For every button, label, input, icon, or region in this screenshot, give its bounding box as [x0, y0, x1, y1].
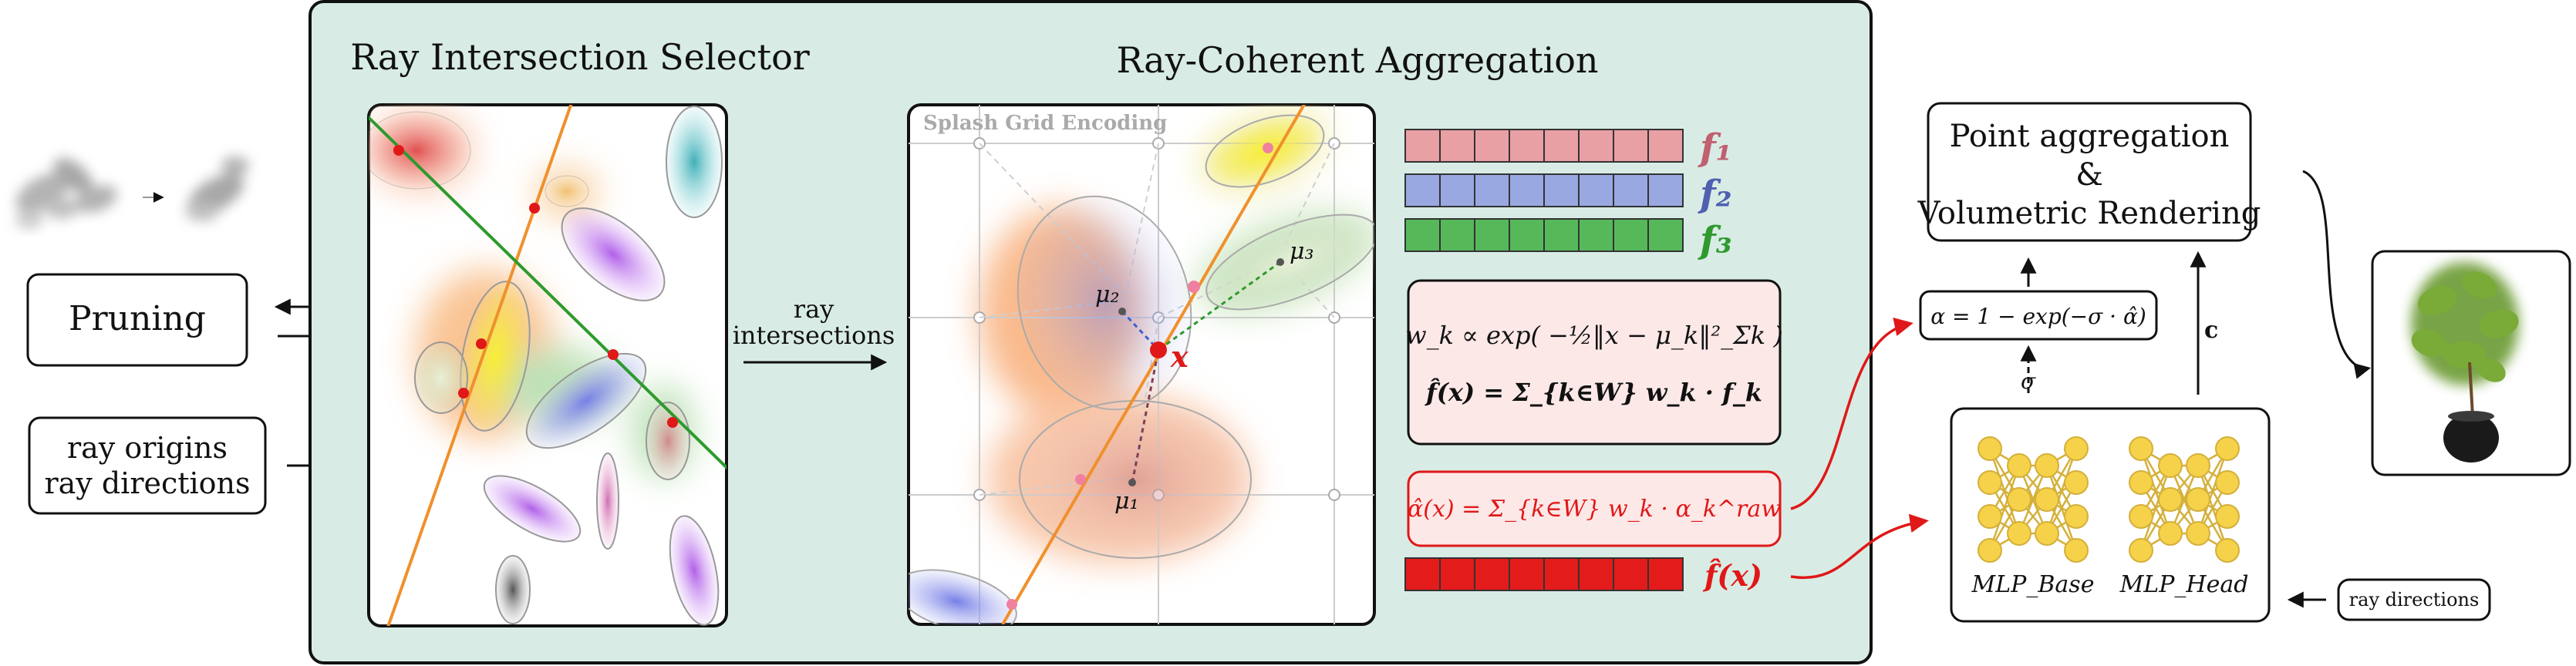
weight-formula-box: w_k ∝ exp( −½‖x − μ_k‖²_Σk ) f̂(x) = Σ_{… — [1405, 279, 1783, 446]
render-box: Point aggregation & Volumetric Rendering — [1917, 102, 2261, 242]
alpha-formula: α̂(x) = Σ_{k∈W} w_k · α_k^raw — [1408, 496, 1781, 523]
feature-bar-f3 — [1404, 218, 1684, 252]
fhat-label: f̂(x) — [1702, 558, 1762, 593]
feature-bar-f1 — [1404, 129, 1684, 163]
mlp-base-network — [1978, 436, 2089, 563]
fhat-to-mlp-arrow — [1790, 513, 1929, 580]
weight-formula: w_k ∝ exp( −½‖x − μ_k‖²_Σk ) — [1405, 321, 1783, 350]
mlp-head-network — [2129, 436, 2240, 563]
splash-grid-canvas: Splash Grid Encoding μ₁ μ₂ μ₃ x — [907, 103, 1376, 626]
splash-grid-title: Splash Grid Encoding — [923, 112, 1167, 135]
output-plant-image — [2411, 262, 2519, 462]
f3-label: f₃ — [1698, 219, 1732, 262]
ray-directions-label: ray directions — [44, 466, 250, 500]
alpha-to-opacity-arrow — [1790, 318, 1913, 510]
pruning-label: Pruning — [69, 299, 206, 338]
render-line-3: Volumetric Rendering — [1917, 196, 2261, 231]
ray-inputs-box: ray origins ray directions — [28, 416, 267, 515]
feature-bars — [1404, 129, 1684, 591]
opacity-box: α = 1 − exp(−σ · α̂) — [1919, 290, 2158, 341]
feature-formula: f̂(x) = Σ_{k∈W} w_k · f_k — [1425, 378, 1762, 407]
output-render-box — [2371, 250, 2571, 476]
mu2-label: μ₂ — [1095, 281, 1120, 308]
pruning-box: Pruning — [26, 273, 248, 367]
mu1-label: μ₁ — [1114, 488, 1139, 515]
render-line-2: & — [2075, 157, 2103, 193]
render-to-output-arrow — [2302, 170, 2372, 379]
mlp-box: MLP_Base MLP_Head — [1950, 407, 2271, 623]
ray-label: ray — [794, 294, 834, 324]
render-line-1: Point aggregation — [1950, 119, 2230, 154]
mlp-base-label: MLP_Base — [1971, 571, 2095, 598]
alpha-formula-box: α̂(x) = Σ_{k∈W} w_k · α_k^raw — [1407, 470, 1782, 547]
ray-directions-box: ray directions — [2337, 578, 2491, 621]
f1-label: f₁ — [1698, 126, 1732, 170]
ray-directions-small: ray directions — [2349, 589, 2480, 610]
aggregation-title: Ray-Coherent Aggregation — [1116, 39, 1598, 81]
f2-label: f₂ — [1698, 173, 1732, 216]
intersections-label: intersections — [733, 321, 895, 350]
x-label: x — [1170, 339, 1189, 374]
mlp-head-label: MLP_Head — [2119, 571, 2249, 598]
selector-canvas — [367, 103, 728, 627]
mu3-label: μ₃ — [1290, 238, 1314, 265]
ray-origins-label: ray origins — [67, 431, 228, 465]
sigma-label: σ — [2021, 368, 2036, 394]
feature-bar-f2 — [1404, 173, 1684, 207]
selector-title: Ray Intersection Selector — [350, 36, 810, 78]
opacity-formula: α = 1 − exp(−σ · α̂) — [1930, 304, 2146, 329]
feature-bar-fhat — [1404, 557, 1684, 591]
input-gaussians-thumbnail — [15, 156, 249, 229]
color-label: c — [2204, 317, 2218, 344]
